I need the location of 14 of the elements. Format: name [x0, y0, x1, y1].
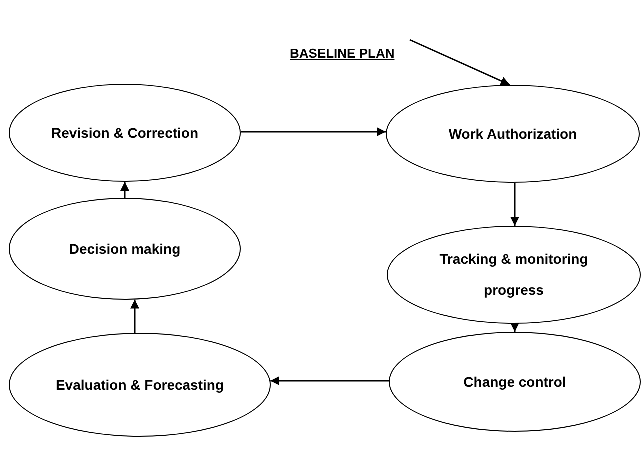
arrow — [410, 39, 510, 86]
arrow — [270, 376, 390, 386]
arrow — [510, 323, 520, 332]
plan-label: BASELINE PLAN — [290, 46, 395, 61]
arrow — [240, 128, 386, 136]
arrow — [120, 182, 130, 198]
node-label: Decision making — [69, 241, 181, 257]
node-label: Evaluation & Forecasting — [56, 377, 224, 393]
arrow — [510, 183, 520, 226]
node-label: Revision & Correction — [51, 125, 199, 141]
node-label: Tracking & monitoring progress — [438, 250, 590, 300]
node-label: Change control — [464, 374, 566, 390]
arrow — [130, 300, 140, 334]
node-label: Work Authorization — [448, 126, 578, 142]
